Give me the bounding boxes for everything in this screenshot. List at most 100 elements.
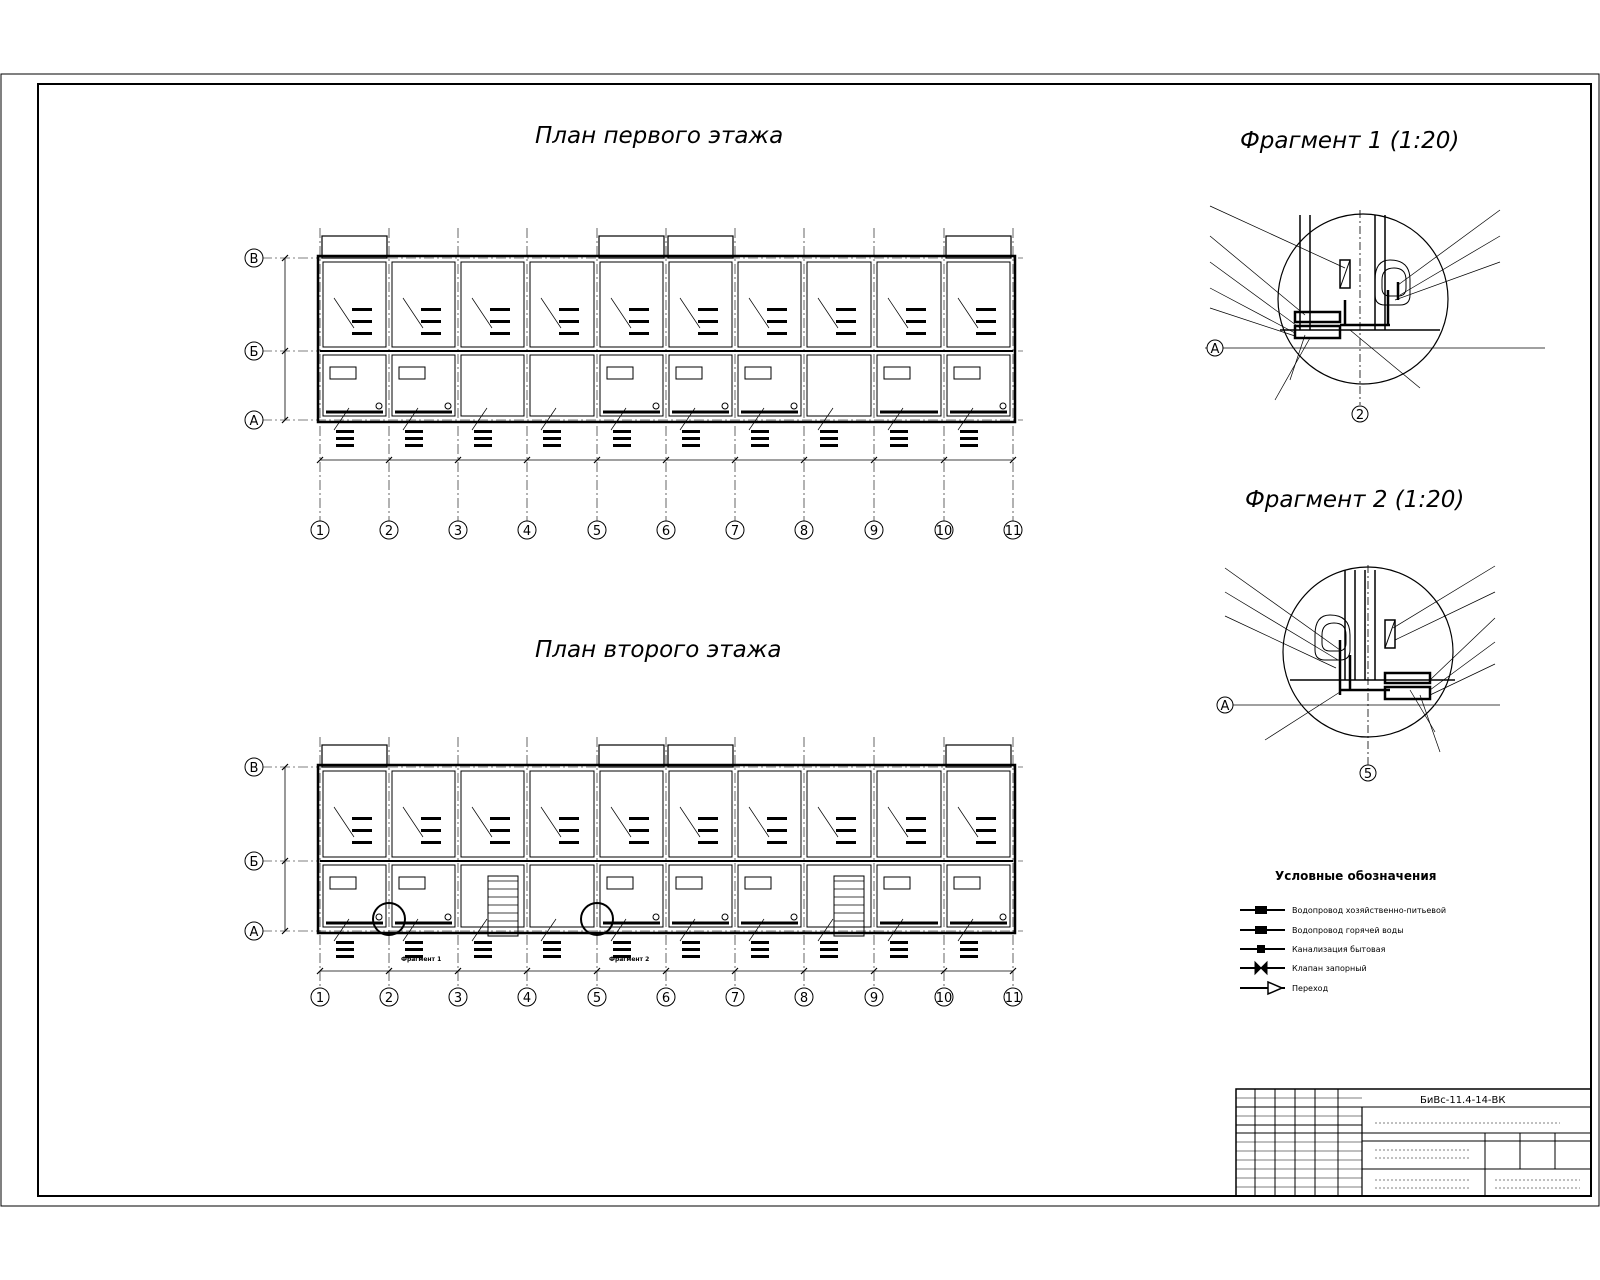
annotation-tag — [682, 444, 700, 447]
dimension-tick — [454, 456, 462, 464]
leader-line — [402, 407, 419, 431]
dimension-tick — [385, 456, 393, 464]
dimension-tick — [316, 456, 324, 464]
annotation-tag — [352, 320, 372, 323]
annotation-tag — [820, 941, 838, 944]
annotation-tag — [698, 308, 718, 311]
axis-bubble — [656, 520, 676, 540]
annotation-tag — [836, 841, 856, 844]
fragment1-title: Фрагмент 1 (1:20) — [1240, 128, 1459, 154]
leader-line — [333, 297, 355, 329]
axis-label: 8 — [800, 524, 808, 539]
axis-bubble — [310, 520, 330, 540]
axis-bubble — [725, 987, 745, 1007]
annotation-tag — [543, 437, 561, 440]
leader-line — [333, 806, 355, 838]
room — [806, 770, 872, 858]
annotation-tag — [474, 444, 492, 447]
axis-bubble — [244, 341, 264, 361]
fragment1-col-label: 2 — [1356, 408, 1364, 423]
annotation-tag — [698, 320, 718, 323]
fragment2-title: Фрагмент 2 (1:20) — [1245, 487, 1464, 513]
annotation-tag — [976, 841, 996, 844]
annotation-tag — [421, 829, 441, 832]
annotation-tag — [613, 430, 631, 433]
room — [876, 770, 942, 858]
dimension-tick — [523, 456, 531, 464]
axis-bubble — [794, 987, 814, 1007]
axis-bubble — [587, 520, 607, 540]
annotation-tag — [629, 308, 649, 311]
annotation-tag — [698, 817, 718, 820]
balcony — [321, 235, 388, 259]
axis-bubble — [517, 520, 537, 540]
annotation-tag — [836, 308, 856, 311]
annotation-tag — [336, 941, 354, 944]
leader-line — [887, 297, 909, 329]
annotation-tag — [890, 444, 908, 447]
room — [737, 864, 802, 928]
axis-bubble — [244, 757, 264, 777]
leader-line — [471, 407, 488, 431]
dimension-tick — [281, 416, 289, 424]
room — [599, 354, 664, 417]
room — [599, 770, 664, 858]
room — [876, 864, 942, 928]
annotation-tag — [890, 955, 908, 958]
room — [806, 354, 872, 417]
axis-label: 9 — [870, 991, 878, 1006]
axis-label: 1 — [316, 991, 324, 1006]
legend-item-sewer: Канализация бытовая — [1240, 945, 1386, 954]
riser — [652, 913, 660, 921]
annotation-tag — [405, 941, 423, 944]
annotation-tag — [890, 948, 908, 951]
leader-line — [887, 806, 909, 838]
room — [460, 864, 525, 928]
annotation-tag — [336, 948, 354, 951]
riser — [790, 913, 798, 921]
dimension-tick — [731, 456, 739, 464]
annotation-tag — [698, 829, 718, 832]
leader-line — [748, 407, 765, 431]
legend-item-hot-water: Водопровод горячей воды — [1240, 926, 1404, 935]
leader-line — [610, 407, 627, 431]
dimension-tick — [593, 456, 601, 464]
leader-line — [402, 297, 424, 329]
dimension-tick — [454, 967, 462, 975]
room — [737, 354, 802, 417]
room — [806, 261, 872, 348]
room — [599, 261, 664, 348]
annotation-tag — [976, 308, 996, 311]
annotation-tag — [559, 841, 579, 844]
riser — [790, 402, 798, 410]
fragment2-col-label: 5 — [1364, 767, 1372, 782]
bathtub — [883, 366, 911, 380]
riser — [652, 402, 660, 410]
annotation-tag — [352, 841, 372, 844]
room — [391, 261, 456, 348]
dimension-tick — [385, 967, 393, 975]
room — [322, 261, 387, 348]
room — [529, 354, 595, 417]
annotation-tag — [474, 941, 492, 944]
annotation-tag — [698, 841, 718, 844]
dimension-tick — [281, 347, 289, 355]
plan1-title: План первого этажа — [535, 123, 783, 149]
annotation-tag — [976, 320, 996, 323]
axis-bubble — [379, 520, 399, 540]
annotation-tag — [682, 941, 700, 944]
room — [391, 354, 456, 417]
legend-item-valve: Клапан запорный — [1240, 960, 1367, 976]
leader-line — [679, 407, 696, 431]
annotation-tag — [405, 430, 423, 433]
annotation-tag — [405, 444, 423, 447]
outer-wall — [316, 763, 1017, 935]
room — [460, 354, 525, 417]
balcony — [945, 235, 1012, 259]
fragment2-row-label: А — [1221, 699, 1230, 714]
leader-line — [471, 918, 488, 942]
annotation-tag — [559, 332, 579, 335]
dimension-tick — [662, 967, 670, 975]
